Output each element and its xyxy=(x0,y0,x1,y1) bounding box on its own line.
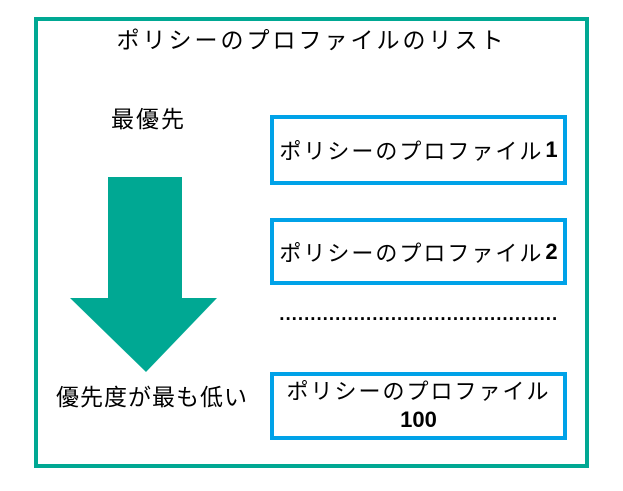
policy-profile-100-label: ポリシーのプロファイル xyxy=(286,379,551,404)
priority-down-arrow-icon xyxy=(70,177,217,372)
policy-profile-100-number: 100 xyxy=(400,407,437,432)
policy-profile-1-number: 1 xyxy=(545,137,558,162)
diagram-frame xyxy=(34,17,589,468)
policy-profile-1-label: ポリシーのプロファイル xyxy=(279,139,544,164)
ellipsis-separator: ........................................… xyxy=(279,306,558,324)
policy-profile-2-label: ポリシーのプロファイル xyxy=(279,240,544,266)
highest-priority-label: 最優先 xyxy=(111,107,186,132)
diagram-title: ポリシーのプロファイルのリスト xyxy=(116,28,507,53)
lowest-priority-label: 優先度が最も低い xyxy=(56,385,248,410)
policy-profile-2-number: 2 xyxy=(545,238,558,264)
policy-profile-box-100: ポリシーのプロファイル 100 xyxy=(270,372,567,440)
